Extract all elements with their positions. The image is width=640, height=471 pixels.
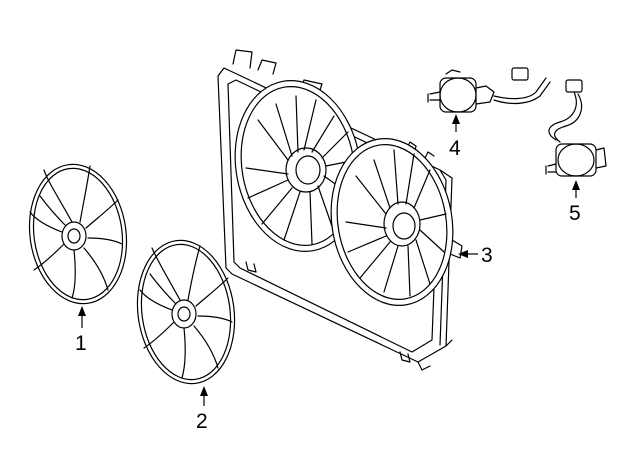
leader-2 — [200, 386, 208, 406]
fan-blade-1 — [28, 163, 128, 305]
fan-motor-5 — [545, 79, 607, 177]
leader-1 — [78, 306, 86, 328]
callout-4: 4 — [449, 137, 461, 160]
leader-4 — [452, 114, 460, 132]
fan-shroud — [217, 49, 463, 371]
fan-motor-4 — [427, 67, 551, 113]
callout-3: 3 — [481, 244, 493, 267]
callout-5: 5 — [569, 202, 581, 225]
callout-1: 1 — [75, 332, 87, 355]
fan-blade-2 — [136, 239, 236, 385]
callout-2: 2 — [196, 410, 208, 433]
leader-5 — [572, 180, 580, 198]
leader-3 — [458, 250, 478, 258]
